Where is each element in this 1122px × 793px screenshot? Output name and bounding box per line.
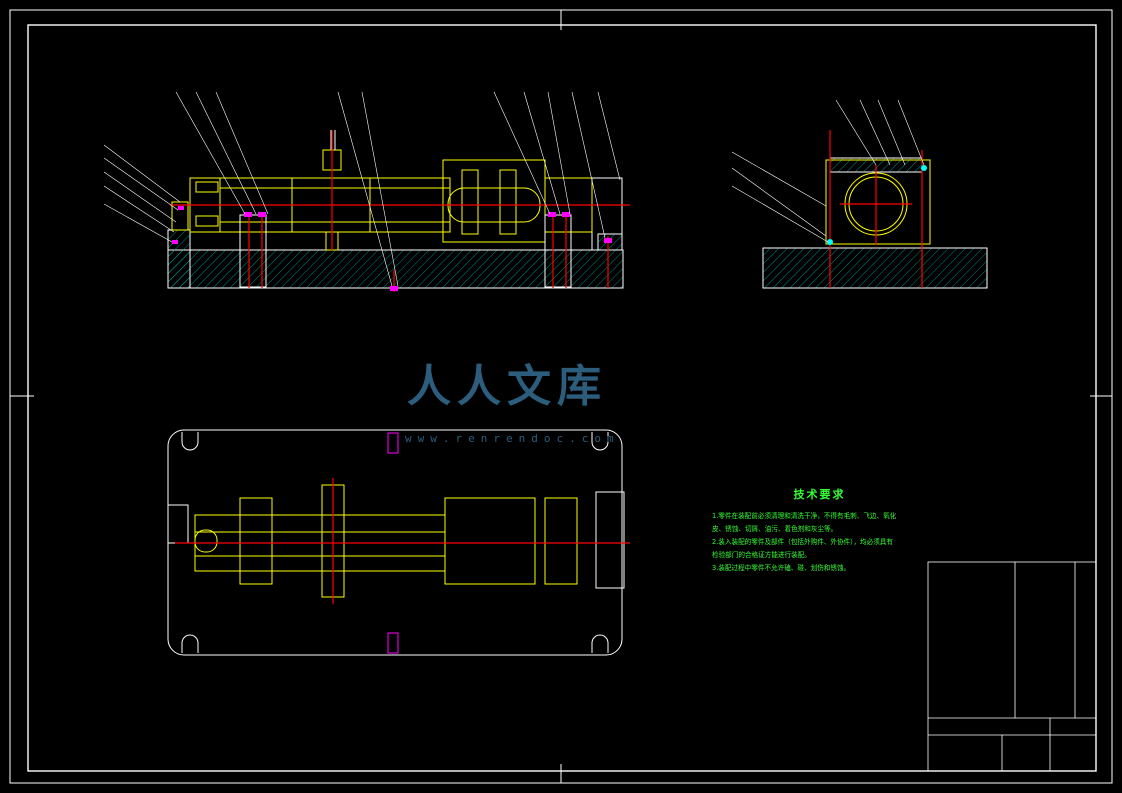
front-section-view bbox=[103, 91, 630, 292]
requirement-line: 1.零件在装配前必须清理和清洗干净，不得有毛刺、飞边、氧化 bbox=[712, 512, 897, 520]
requirement-line: 3.装配过程中零件不允许磕、碰、划伤和锈蚀。 bbox=[712, 564, 851, 572]
technical-requirements: 技术要求 1.零件在装配前必须清理和清洗干净，不得有毛刺、飞边、氧化 皮、锈蚀、… bbox=[712, 486, 927, 575]
base-plate-section bbox=[167, 249, 624, 289]
center-marks bbox=[10, 10, 1112, 783]
requirements-title: 技术要求 bbox=[793, 488, 846, 501]
requirement-line: 检验部门的合格证方能进行装配。 bbox=[712, 551, 811, 559]
requirement-line: 皮、锈蚀、切屑、油污、着色剂和灰尘等。 bbox=[712, 525, 838, 533]
inner-border bbox=[27, 24, 1097, 772]
requirement-line: 2.装入装配的零件及部件（包括外购件、外协件），均必须具有 bbox=[712, 538, 894, 546]
title-block bbox=[927, 561, 1097, 772]
outer-border bbox=[9, 9, 1113, 784]
top-view bbox=[167, 429, 630, 656]
side-section-view bbox=[731, 99, 988, 289]
